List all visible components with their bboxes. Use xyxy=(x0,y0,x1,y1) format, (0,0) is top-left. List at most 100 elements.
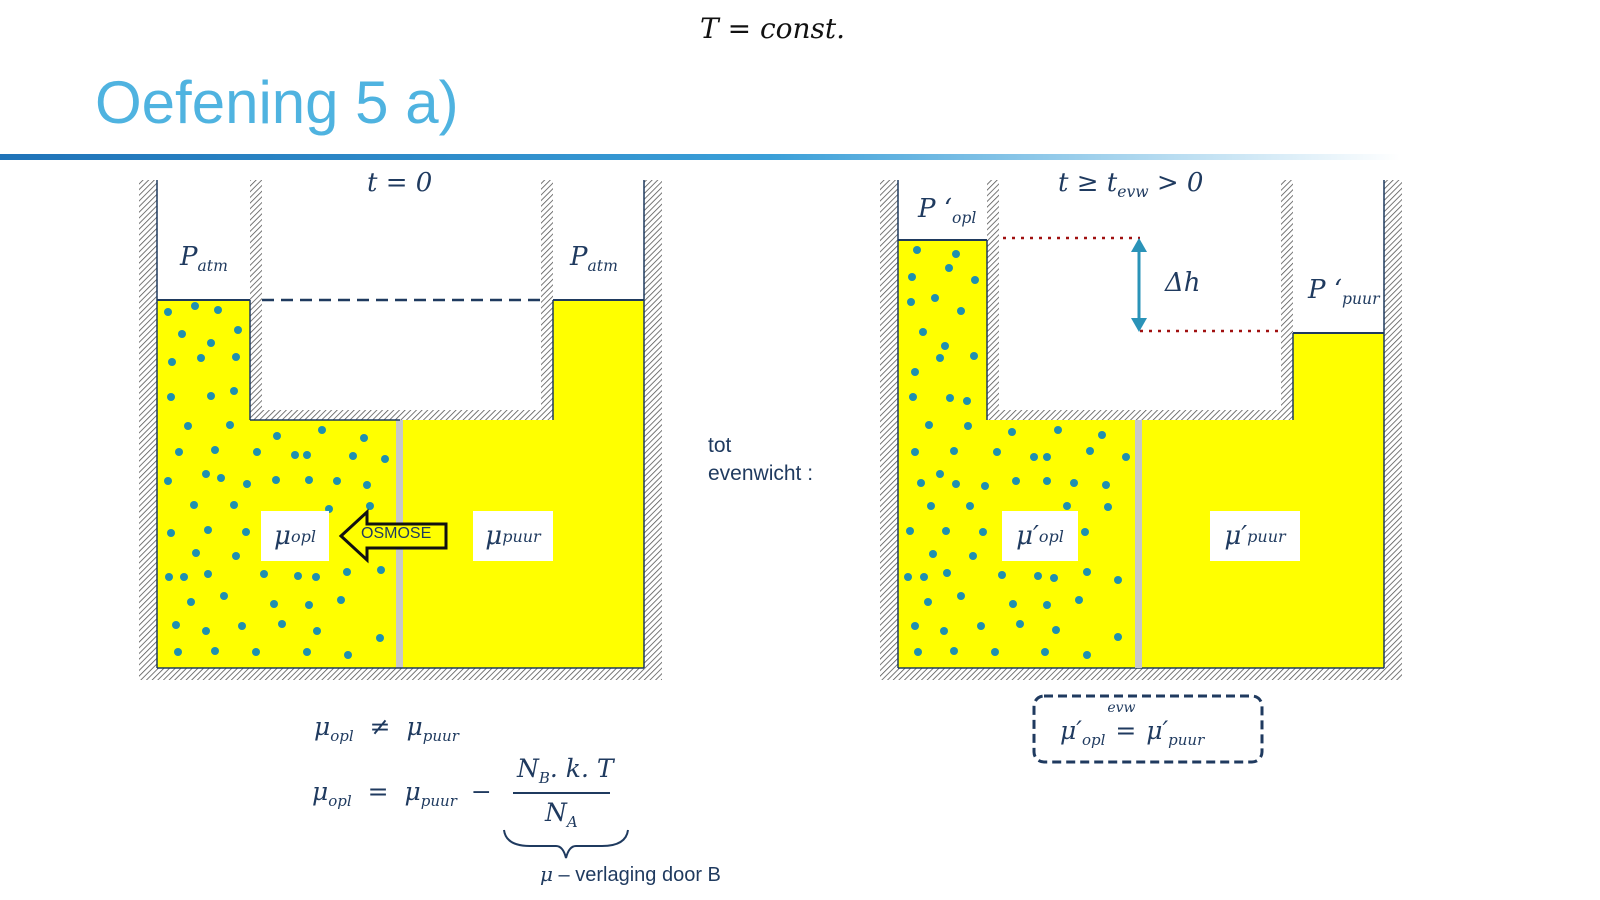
right-wall-outer-right xyxy=(1384,180,1402,680)
solute-particle xyxy=(232,552,240,560)
solute-particle xyxy=(204,570,212,578)
solute-particle xyxy=(924,598,932,606)
solute-particle xyxy=(911,448,919,456)
equilibrium-note-line1: tot xyxy=(708,434,732,457)
solute-particle xyxy=(907,298,915,306)
solute-particle xyxy=(242,528,250,536)
top-formula-text: T = const. xyxy=(700,12,846,45)
solute-particle xyxy=(963,397,971,405)
solute-particle xyxy=(1098,431,1106,439)
solute-particle xyxy=(214,306,222,314)
solute-particle xyxy=(971,276,979,284)
solute-particle xyxy=(1114,576,1122,584)
solute-particle xyxy=(950,647,958,655)
solute-particle xyxy=(211,446,219,454)
solute-particle xyxy=(911,622,919,630)
solute-particle xyxy=(1030,453,1038,461)
solute-particle xyxy=(381,455,389,463)
solute-particle xyxy=(202,470,210,478)
solute-particle xyxy=(966,502,974,510)
delta-h-arrow xyxy=(1131,238,1147,332)
solute-particle xyxy=(919,328,927,336)
solute-particle xyxy=(946,394,954,402)
solute-particle xyxy=(909,393,917,401)
solute-particle xyxy=(925,421,933,429)
solute-particle xyxy=(906,527,914,535)
solute-particle xyxy=(344,651,352,659)
left-wall-bottom xyxy=(139,668,662,680)
solute-particle xyxy=(318,426,326,434)
underbrace xyxy=(503,829,629,859)
solute-particle xyxy=(167,393,175,401)
solute-particle xyxy=(204,526,212,534)
solute-particle xyxy=(964,422,972,430)
solute-particle xyxy=(908,273,916,281)
solute-particle xyxy=(993,448,1001,456)
top-formula: T = const. xyxy=(700,12,845,45)
solute-particle xyxy=(940,627,948,635)
solute-particle xyxy=(278,620,286,628)
solute-particle xyxy=(1009,600,1017,608)
solute-particle xyxy=(273,432,281,440)
solute-particle xyxy=(991,648,999,656)
left-time-label: t = 0 xyxy=(367,168,433,198)
solute-particle xyxy=(164,308,172,316)
solute-particle xyxy=(294,572,302,580)
equilibrium-note-line2: evenwicht : xyxy=(708,462,814,485)
solute-particle xyxy=(1016,620,1024,628)
right-pressure-opl-label: P ‘opl xyxy=(918,194,977,228)
solute-particle xyxy=(913,246,921,254)
solute-particle xyxy=(920,573,928,581)
right-wall-outer-left xyxy=(880,180,898,680)
evw-equals: evw = xyxy=(1107,700,1137,745)
solute-particle xyxy=(942,527,950,535)
solute-particle xyxy=(957,592,965,600)
solute-particle xyxy=(260,570,268,578)
left-wall-inner-bottom xyxy=(250,410,553,420)
mu-lowering-equation: μopl = μpuur − xyxy=(312,777,492,810)
equilibrium-equation: μ′opl evw = μ′puur xyxy=(1060,700,1205,749)
solute-particle xyxy=(167,529,175,537)
fraction-denominator: NA xyxy=(545,798,578,831)
solute-particle xyxy=(220,592,228,600)
solute-particle xyxy=(1052,626,1060,634)
solute-particle xyxy=(952,250,960,258)
solute-particle xyxy=(1104,503,1112,511)
solute-particle xyxy=(349,452,357,460)
right-pressure-atm-label: Patm xyxy=(570,242,618,276)
fraction-numerator: NB. k. T xyxy=(517,754,614,787)
delta-h-label: Δh xyxy=(1165,268,1201,298)
solute-particle xyxy=(187,598,195,606)
solute-particle xyxy=(207,392,215,400)
solute-particle xyxy=(303,648,311,656)
title-rule xyxy=(0,154,1400,160)
solute-particle xyxy=(303,451,311,459)
solute-particle xyxy=(253,448,261,456)
solute-particle xyxy=(1012,477,1020,485)
solute-particle xyxy=(931,294,939,302)
solute-particle xyxy=(305,601,313,609)
solute-particle xyxy=(234,326,242,334)
solute-particle xyxy=(970,352,978,360)
solute-particle xyxy=(981,482,989,490)
solute-particle xyxy=(377,566,385,574)
solute-particle xyxy=(202,627,210,635)
solute-particle xyxy=(943,569,951,577)
solute-particle xyxy=(1043,453,1051,461)
solute-particle xyxy=(1083,651,1091,659)
right-solution-region xyxy=(898,240,1139,668)
solute-particle xyxy=(979,528,987,536)
solute-particle xyxy=(178,330,186,338)
solute-particle xyxy=(1050,574,1058,582)
inequality-equation: μopl ≠ μpuur xyxy=(314,712,459,745)
mu-prime-opl-label: μ′opl xyxy=(1002,511,1078,561)
solute-particle xyxy=(1043,601,1051,609)
solute-particle xyxy=(190,501,198,509)
right-time-label: t ≥ tevw > 0 xyxy=(1058,168,1204,202)
solute-particle xyxy=(998,571,1006,579)
solute-particle xyxy=(363,481,371,489)
solute-particle xyxy=(1083,568,1091,576)
left-vessel xyxy=(139,180,662,680)
